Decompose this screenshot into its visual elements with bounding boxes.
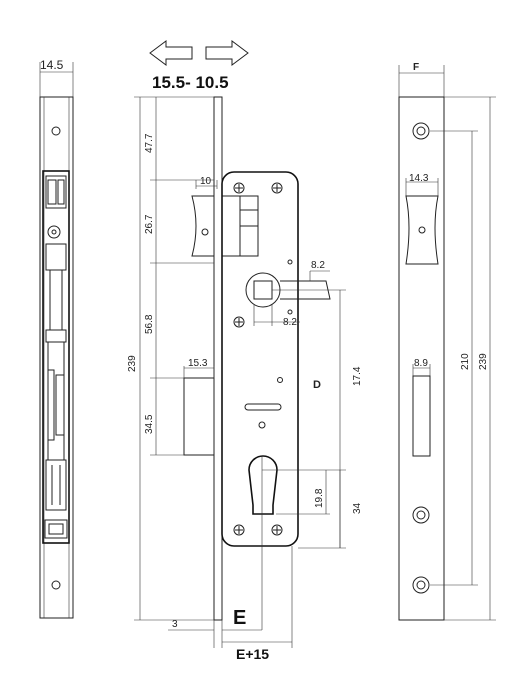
deadbolt	[183, 377, 215, 456]
cylinder-cutout	[248, 455, 278, 515]
front-view: 239 47.7 26.7 56.8 34.5 10	[127, 96, 363, 662]
dim-latch-width: 10	[200, 176, 212, 187]
dim-cylinder-height: 34	[352, 502, 363, 514]
lock-case	[221, 171, 299, 547]
backset-arrows: 15.5- 10.5	[149, 40, 249, 92]
strike-bolt-opening	[412, 375, 431, 457]
dim-backset-D: D	[313, 379, 321, 391]
strike-latch-opening	[405, 195, 439, 265]
screw-hole	[51, 580, 61, 590]
dim-spindle-to-cylinder: 17.4	[352, 366, 363, 386]
slot	[244, 403, 282, 411]
dim-top-offset: 47.7	[144, 133, 155, 153]
arrow-right-icon	[205, 40, 249, 66]
strike-plate-view: F 14.3 8.9 210 239	[398, 62, 496, 621]
mechanism-body	[42, 170, 70, 544]
dim-backset-E: E	[233, 607, 246, 629]
dim-backset-range: 15.5- 10.5	[152, 73, 229, 92]
strike-plate	[398, 96, 445, 621]
latch-bolt	[191, 195, 215, 257]
dim-backset-E15: E+15	[236, 646, 269, 662]
faceplate-edge	[213, 96, 223, 621]
faceplate-side	[39, 96, 74, 619]
dim-cylinder-lower: 19.8	[314, 488, 325, 508]
dim-bolt-height: 34.5	[144, 414, 155, 434]
dim-latch-height: 26.7	[144, 214, 155, 234]
dim-offset-3: 3	[172, 619, 178, 630]
dim-bolt-width: 15.3	[188, 358, 208, 369]
dim-spindle-top: 8.2	[311, 260, 325, 271]
spindle-square	[253, 280, 273, 300]
screw-hole	[51, 126, 61, 136]
dim-strike-F: F	[413, 62, 419, 73]
dim-strike-bolt-width: 8.9	[414, 358, 428, 369]
dim-spindle-bottom: 8.2	[283, 317, 297, 328]
dim-strike-height: 239	[478, 353, 489, 370]
dim-overall-height-left: 239	[127, 355, 138, 372]
arrow-left-icon	[149, 40, 193, 66]
side-profile-view: 14.5	[39, 58, 74, 619]
dim-strike-hole-spacing: 210	[460, 353, 471, 370]
dim-faceplate-width: 14.5	[40, 58, 64, 72]
dim-strike-latch-width: 14.3	[409, 173, 429, 184]
dim-center-to-latch: 56.8	[144, 314, 155, 334]
